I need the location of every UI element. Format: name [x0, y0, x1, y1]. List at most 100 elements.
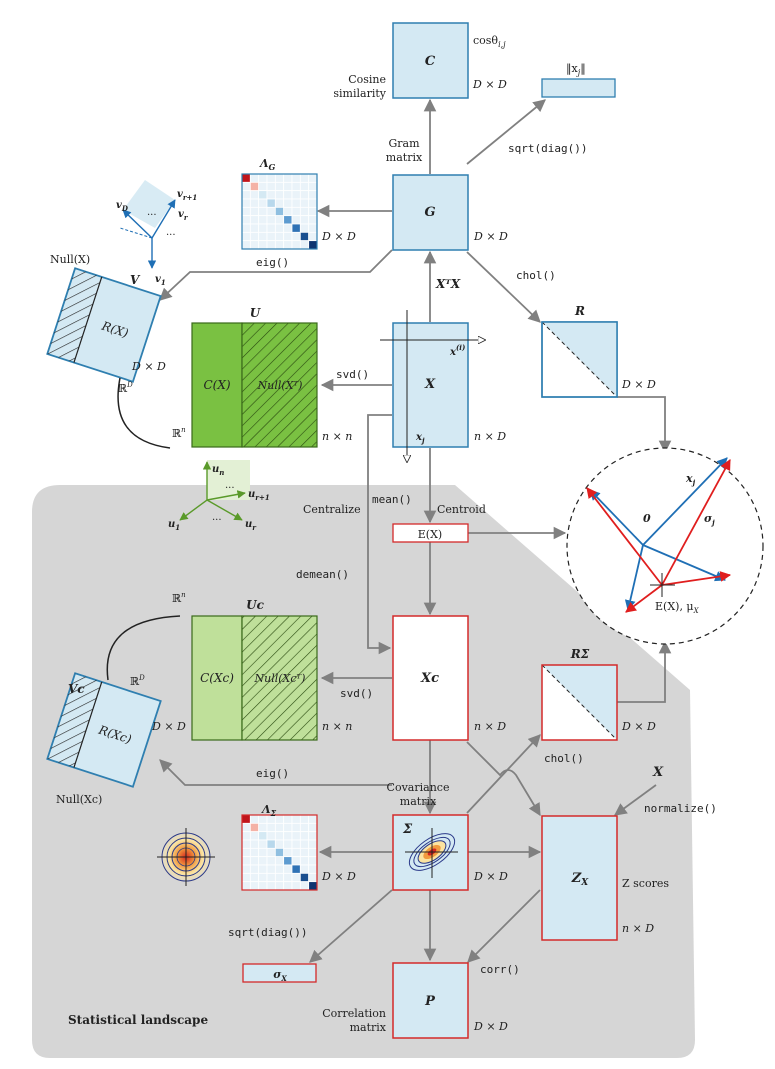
op-demean: demean() — [296, 568, 349, 581]
Rn-label-top: ℝn — [172, 426, 186, 440]
xtx-label: XᵀX — [435, 277, 461, 291]
cosine-label-1: Cosine — [348, 73, 386, 86]
flow-arrows — [159, 98, 672, 963]
Z-dim: n × D — [622, 922, 654, 935]
RD-label-top: ℝD — [118, 381, 133, 395]
v-basis-diagram: ... ... vD vr+1 vr v1 — [116, 180, 197, 287]
RSigma-dim: D × D — [621, 720, 656, 733]
eigenvalue-matrix-lambda-g — [241, 173, 318, 250]
centroid-label: Centroid — [437, 503, 486, 516]
xi-label: x(i) — [449, 343, 465, 358]
RD-label-bottom: ℝD — [130, 674, 145, 688]
norm-vector — [541, 78, 616, 98]
corr-label-2: matrix — [350, 1021, 387, 1034]
V-dim: D × D — [131, 360, 166, 373]
X-input-label: X — [652, 765, 664, 780]
P-label: P — [424, 994, 436, 1009]
gram-label-1: Gram — [388, 137, 420, 150]
correlation-matrix-P — [392, 962, 469, 1039]
op-mean: mean() — [372, 493, 412, 506]
Uc-label: Uc — [246, 598, 264, 612]
nullX-label: Null(X) — [50, 253, 90, 266]
svg-text:...: ... — [225, 480, 235, 491]
lambda-s-dim: D × D — [321, 870, 356, 883]
u-basis-diagram: ... ... un ur+1 u1 ur — [168, 460, 270, 532]
op-chol-top: chol() — [516, 269, 556, 282]
RSigma-label: RΣ — [570, 647, 590, 661]
vr1-label: vr+1 — [177, 189, 197, 202]
un-label: un — [212, 464, 224, 477]
xj-label: xj — [415, 432, 425, 445]
gaussian-density-icon — [157, 828, 215, 886]
op-eig-bottom: eig() — [256, 767, 289, 780]
nullXc-label: Null(Xc) — [56, 793, 102, 806]
CXc-label: C(Xc) — [200, 671, 234, 685]
left-singular-U: C(X) Null(Xᵀ) — [191, 322, 318, 448]
vector-geometry-circle: 0 xj σj E(X), μX — [566, 447, 764, 645]
Vc-label: Vc — [68, 682, 85, 696]
EX-mu-label: E(X), μX — [655, 600, 700, 615]
op-chol-bottom: chol() — [544, 752, 584, 765]
gram-matrix-label: G — [424, 205, 435, 220]
Uc-dim: n × n — [322, 720, 352, 733]
cosine-matrix-label: C — [425, 54, 436, 69]
gram-matrix-G — [392, 174, 469, 251]
cosine-dim: D × D — [472, 78, 507, 91]
right-singular-Vc: R(Xc) — [46, 672, 162, 788]
gram-label-2: matrix — [386, 151, 423, 164]
xj-circle-label: xj — [685, 472, 696, 487]
R-dim: D × D — [621, 378, 656, 391]
op-corr: corr() — [480, 963, 520, 976]
nullXcT-label: Null(Xcᵀ) — [254, 672, 306, 685]
P-dim: D × D — [473, 1020, 508, 1033]
centered-matrix-Xc — [392, 615, 469, 741]
CX-label: C(X) — [203, 378, 230, 392]
ur1-label: ur+1 — [248, 489, 270, 502]
centralize-label: Centralize — [303, 503, 361, 516]
svg-text:...: ... — [212, 512, 222, 523]
std-vector-sigma-x — [242, 963, 317, 983]
Sigma-dim: D × D — [473, 870, 508, 883]
op-normalize: normalize() — [644, 802, 717, 815]
nullXT-label: Null(Xᵀ) — [257, 379, 303, 392]
Z-label: ZX — [571, 871, 590, 888]
origin-label: 0 — [643, 512, 651, 525]
svg-text:...: ... — [147, 207, 157, 218]
op-svd-top: svd() — [336, 368, 369, 381]
svg-text:...: ... — [166, 227, 176, 238]
ur-label: ur — [245, 519, 257, 532]
zscores-label: Z scores — [622, 877, 669, 890]
left-singular-Uc: C(Xc) Null(Xcᵀ) — [191, 615, 318, 741]
cov-label-1: Covariance — [387, 781, 450, 794]
Vc-dim: D × D — [151, 720, 186, 733]
landscape-title: Statistical landscape — [68, 1013, 208, 1027]
cosine-matrix-C — [392, 22, 469, 99]
X-label: X — [424, 377, 436, 392]
V-label: V — [130, 273, 141, 287]
lambda-g-label: ΛG — [259, 157, 276, 172]
lambda-s-label: ΛΣ — [261, 803, 277, 818]
right-singular-V: R(X) — [46, 267, 162, 383]
Sigma-label: Σ — [402, 822, 413, 837]
norm-label: ‖xj‖ — [566, 62, 586, 77]
gram-dim: D × D — [473, 230, 508, 243]
u1-label: u1 — [168, 519, 180, 532]
lambda-g-dim: D × D — [321, 230, 356, 243]
zscore-matrix-Z — [541, 815, 618, 941]
centroid-EX — [392, 523, 469, 543]
vD-label: vD — [116, 200, 129, 213]
vr-label: vr — [178, 209, 189, 222]
op-eig-top: eig() — [256, 256, 289, 269]
cosine-label-2: similarity — [333, 87, 386, 100]
cos-theta-label: cosθi,j — [473, 34, 506, 49]
op-svd-bottom: svd() — [340, 687, 373, 700]
X-dim: n × D — [474, 430, 506, 443]
sigma-j-label: σj — [704, 512, 715, 527]
Xc-label: Xc — [420, 671, 439, 686]
U-label: U — [250, 306, 262, 320]
Rn-label-bottom: ℝn — [172, 591, 186, 605]
op-sqrt-diag-bottom: sqrt(diag()) — [228, 926, 307, 939]
U-dim: n × n — [322, 430, 352, 443]
v1-label: v1 — [155, 274, 166, 287]
EX-label: E(X) — [418, 528, 442, 541]
